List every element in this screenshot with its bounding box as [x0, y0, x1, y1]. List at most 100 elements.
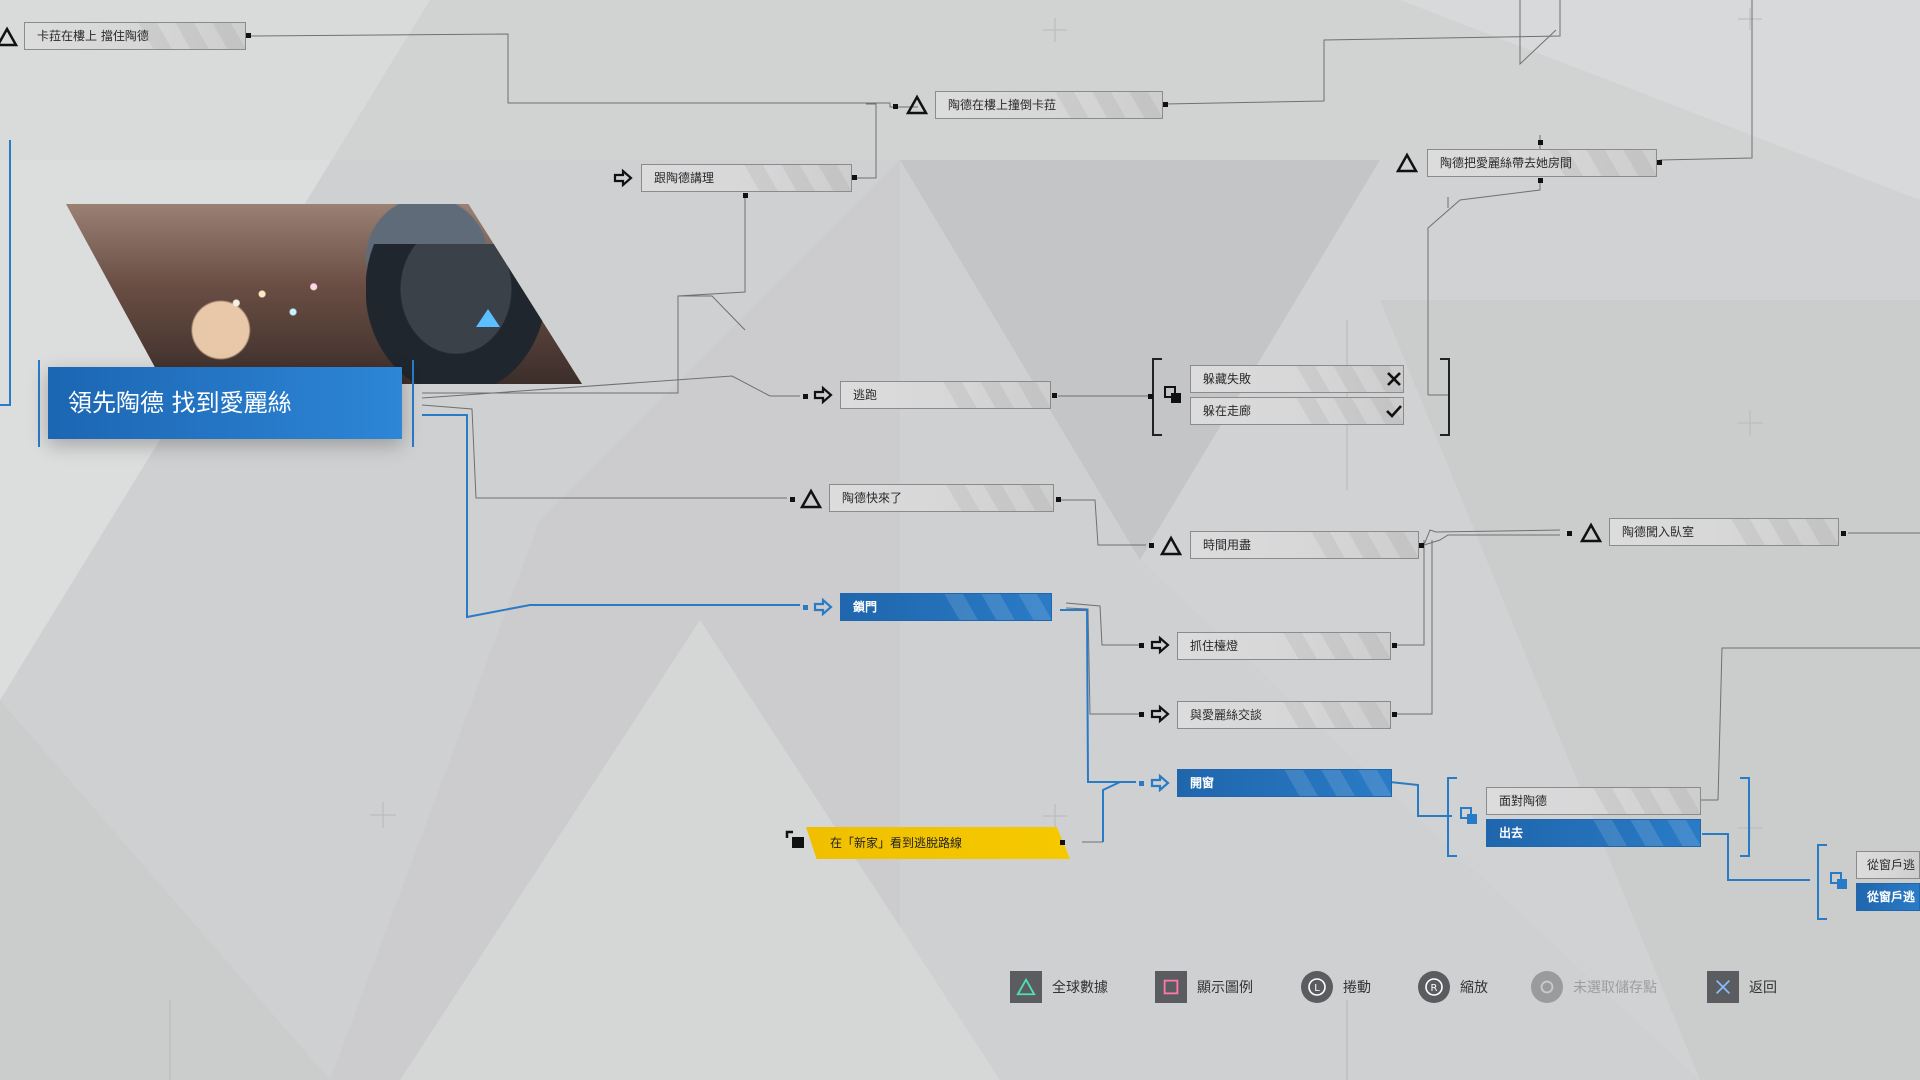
legend-zoom[interactable]: R 縮放: [1418, 970, 1488, 1004]
legend-back[interactable]: 返回: [1707, 970, 1777, 1004]
node-label: 跟陶德講理: [654, 171, 715, 185]
node-endpoint: [246, 33, 251, 38]
legend-global-data[interactable]: 全球數據: [1010, 970, 1108, 1004]
node-n4[interactable]: 陶德把愛麗絲帶去她房間: [1427, 149, 1657, 177]
node-endpoint: [743, 193, 748, 198]
node-label: 抓住檯燈: [1190, 639, 1239, 653]
node-endpoint: [1538, 178, 1543, 183]
node-endpoint: [1538, 140, 1543, 145]
node-n19[interactable]: 從窗戶逃: [1856, 883, 1920, 911]
node-n14[interactable]: 開窗: [1177, 769, 1392, 797]
choice-bracket-left: [1152, 358, 1162, 436]
legend-show-legend[interactable]: 顯示圖例: [1155, 970, 1253, 1004]
node-endpoint: [1052, 393, 1057, 398]
node-endpoint: [1139, 712, 1144, 717]
left-stick-icon: L: [1301, 971, 1333, 1003]
main-card-frame: [38, 360, 414, 447]
node-endpoint: [1841, 531, 1846, 536]
triangle-button-icon: [1010, 971, 1042, 1003]
choice-icon: [1162, 384, 1184, 406]
arrow-right-icon: [1149, 772, 1171, 794]
circle-button-icon: [1531, 971, 1563, 1003]
node-label: 出去: [1499, 826, 1524, 840]
node-label: 面對陶德: [1499, 794, 1548, 808]
triangle-icon: [800, 488, 822, 510]
arrow-right-icon: [812, 384, 834, 406]
legend-label: 縮放: [1460, 980, 1488, 996]
node-n2[interactable]: 陶德在樓上撞倒卡菈: [935, 91, 1163, 119]
node-n1[interactable]: 卡菈在樓上 擋住陶德: [24, 22, 246, 50]
choice-bracket-right: [1740, 777, 1750, 857]
unlock-icon: [784, 828, 806, 850]
node-endpoint: [1567, 531, 1572, 536]
node-label: 卡菈在樓上 擋住陶德: [37, 29, 149, 43]
node-endpoint: [893, 104, 898, 109]
node-label: 與愛麗絲交談: [1190, 708, 1263, 722]
right-stick-icon: R: [1418, 971, 1450, 1003]
node-n17[interactable]: 在「新家」看到逃脫路線: [806, 827, 1070, 859]
arrow-right-icon: [812, 596, 834, 618]
triangle-icon: [906, 94, 928, 116]
node-label: 躲在走廊: [1203, 404, 1252, 418]
arrow-right-icon: [612, 167, 634, 189]
node-endpoint: [790, 497, 795, 502]
node-n11[interactable]: 鎖門: [840, 593, 1052, 621]
triangle-icon: [0, 26, 18, 48]
arrow-right-icon: [1149, 634, 1171, 656]
node-label: 鎖門: [853, 600, 878, 614]
node-endpoint: [852, 175, 857, 180]
node-endpoint: [1139, 643, 1144, 648]
node-label: 時間用盡: [1203, 538, 1252, 552]
node-label: 從窗戶逃: [1867, 890, 1916, 904]
node-label: 陶德在樓上撞倒卡菈: [948, 98, 1057, 112]
triangle-icon: [1160, 535, 1182, 557]
node-endpoint: [1149, 543, 1154, 548]
completed-mark-icon: [1386, 403, 1402, 419]
arrow-right-icon: [1149, 703, 1171, 725]
node-n8[interactable]: 陶德快來了: [829, 484, 1054, 512]
node-n13[interactable]: 與愛麗絲交談: [1177, 701, 1391, 729]
node-endpoint: [1148, 394, 1153, 399]
node-n9[interactable]: 時間用盡: [1190, 531, 1419, 559]
legend-label: 未選取儲存點: [1573, 980, 1657, 996]
node-endpoint: [1657, 160, 1662, 165]
node-label: 從窗戶逃: [1867, 858, 1916, 872]
right-stick-glyph: R: [1431, 983, 1438, 994]
node-n5[interactable]: 逃跑: [840, 381, 1051, 409]
objective-title-card[interactable]: 領先陶德 找到愛麗絲: [48, 367, 402, 439]
node-endpoint: [1163, 102, 1168, 107]
legend-label: 全球數據: [1052, 980, 1108, 996]
failed-mark-icon: [1386, 371, 1402, 387]
choice-icon: [1458, 805, 1480, 827]
node-n12[interactable]: 抓住檯燈: [1177, 632, 1391, 660]
objective-title: 領先陶德 找到愛麗絲: [68, 389, 292, 417]
triangle-icon: [1396, 152, 1418, 174]
node-label: 躲藏失敗: [1203, 372, 1252, 386]
node-n18[interactable]: 從窗戶逃: [1856, 851, 1920, 879]
triangle-icon: [1580, 522, 1602, 544]
node-endpoint: [803, 605, 808, 610]
node-n16[interactable]: 出去: [1486, 819, 1701, 847]
legend-label: 捲動: [1343, 980, 1371, 996]
node-endpoint: [1056, 497, 1061, 502]
node-n10[interactable]: 陶德闖入臥室: [1609, 518, 1839, 546]
legend-no-checkpoint: 未選取儲存點: [1531, 970, 1657, 1004]
node-label: 開窗: [1190, 776, 1215, 790]
node-endpoint: [1419, 543, 1424, 548]
node-label: 在「新家」看到逃脫路線: [830, 836, 963, 850]
choice-icon: [1828, 870, 1850, 892]
node-endpoint: [1392, 643, 1397, 648]
node-n7[interactable]: 躲在走廊: [1190, 397, 1404, 425]
legend-label: 返回: [1749, 980, 1777, 996]
cross-button-icon: [1707, 971, 1739, 1003]
node-n3[interactable]: 跟陶德講理: [641, 164, 852, 192]
legend-scroll[interactable]: L 捲動: [1301, 970, 1371, 1004]
choice-bracket-left: [1447, 777, 1457, 857]
node-label: 陶德快來了: [842, 491, 903, 505]
node-endpoint: [1060, 840, 1065, 845]
node-endpoint: [1139, 781, 1144, 786]
left-stick-glyph: L: [1314, 983, 1320, 994]
node-n15[interactable]: 面對陶德: [1486, 787, 1701, 815]
node-n6[interactable]: 躲藏失敗: [1190, 365, 1404, 393]
node-label: 陶德闖入臥室: [1622, 525, 1695, 539]
